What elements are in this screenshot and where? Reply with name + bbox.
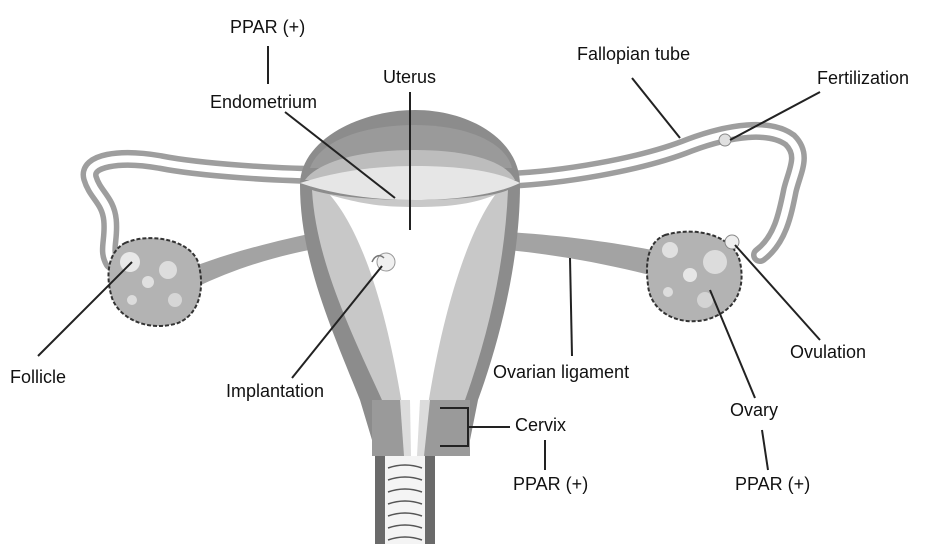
fertilized-egg	[719, 134, 731, 146]
uterus-label: Uterus	[383, 67, 436, 87]
leader-fallopian-tube	[632, 78, 680, 138]
ppar-cervix-label: PPAR (+)	[513, 474, 588, 494]
leader-ovulation	[735, 245, 820, 340]
left-ovarian-ligament	[190, 232, 320, 288]
right-ovary	[647, 232, 742, 322]
fallopian-tube-label: Fallopian tube	[577, 44, 690, 64]
ovulation-label: Ovulation	[790, 342, 866, 362]
right-ovarian-ligament	[505, 232, 652, 275]
ovary-label: Ovary	[730, 400, 778, 420]
left-ovary	[108, 238, 201, 326]
fertilization-label: Fertilization	[817, 68, 909, 88]
ppar-ovary-label: PPAR (+)	[735, 474, 810, 494]
leader-ovary	[710, 290, 755, 398]
cervix-label: Cervix	[515, 415, 566, 435]
ppar-endometrium-label: PPAR (+)	[230, 17, 305, 37]
vagina	[375, 456, 435, 544]
leader-ppar-ovary	[762, 430, 768, 470]
endometrium-label: Endometrium	[210, 92, 317, 112]
ovarian-ligament-label: Ovarian ligament	[493, 362, 629, 382]
follicle-label: Follicle	[10, 367, 66, 387]
leader-ovarian-ligament	[570, 258, 572, 356]
implantation-label: Implantation	[226, 381, 324, 401]
